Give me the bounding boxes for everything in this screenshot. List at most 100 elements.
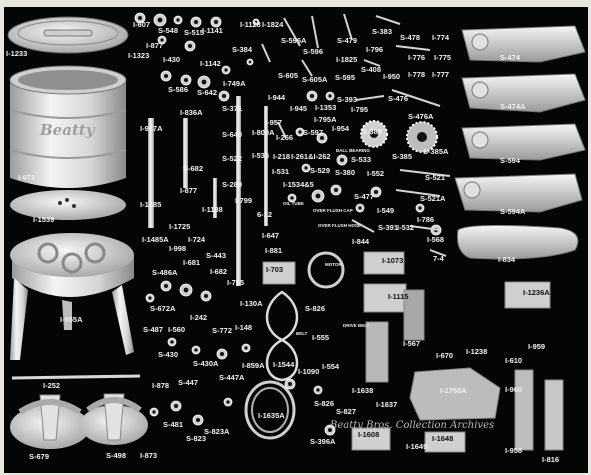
washer-hole [204, 294, 208, 298]
part-number-label: I-778 [408, 70, 425, 79]
part-number-label: I-873 [140, 451, 157, 460]
part-number-label: I-554 [322, 362, 340, 371]
part-number-label: S-289 [222, 180, 242, 189]
washer-hole [164, 284, 168, 288]
part-number-label: S-385 [392, 152, 412, 161]
part-number-label: I-647 [262, 231, 279, 240]
frame-plate-part [409, 367, 501, 421]
bracket-part [544, 379, 564, 451]
part-number-label: S-478 [400, 33, 420, 42]
small-parts-group [134, 12, 451, 436]
part-number-label: I-1233 [6, 49, 27, 58]
part-number-label: S-383 [372, 27, 392, 36]
shaft-part [213, 178, 217, 218]
part-number-label: I-1128 [240, 20, 261, 29]
part-number-label: I-881 [265, 246, 282, 255]
brand-wordmark: Beatty [39, 121, 96, 139]
washer-hole [315, 193, 321, 199]
rod-part [355, 95, 385, 101]
part-number-label: I-834 [498, 255, 516, 264]
part-number-label: S-521A [420, 194, 446, 203]
part-number-label: S-391 [378, 223, 398, 232]
washer-hole [328, 428, 332, 432]
part-number-label: S-515 [184, 28, 204, 37]
part-number-label: I-218 [273, 152, 290, 161]
gearbox-housing-part [461, 123, 586, 161]
part-number-label: I-800A [252, 128, 275, 137]
washer-hole [184, 78, 188, 82]
part-number-label: I-950 [383, 72, 400, 81]
gearbox-housing-part [454, 173, 583, 213]
shaft-part [264, 106, 268, 226]
washer-hole [298, 130, 302, 134]
rod-part [283, 17, 301, 47]
long-rod-part [11, 374, 141, 380]
agitator-part [80, 393, 148, 445]
panel-part [363, 283, 407, 313]
washer-hole [176, 18, 180, 22]
tub-lid-part [7, 16, 129, 54]
part-number-label: I-532 [397, 223, 414, 232]
washer-hole [170, 340, 174, 344]
part-number-label: S-408 [361, 65, 381, 74]
washer-hole [222, 94, 226, 98]
part-number-label: I-971 [18, 173, 35, 182]
part-number-label: I-242 [190, 313, 207, 322]
part-number-label: S-430A [193, 359, 219, 368]
part-number-label: S-826 [314, 399, 334, 408]
gearbox-housing-part [461, 25, 586, 63]
part-number-label: S-479 [337, 36, 357, 45]
washer-hole [320, 136, 324, 140]
part-number-label: I-682 [210, 267, 227, 276]
part-caption-label: BELT [296, 331, 308, 336]
part-number-label: I-531 [272, 167, 289, 176]
washer-hole [244, 346, 248, 350]
part-tag-label: I-703 [266, 265, 283, 274]
washer-hole [340, 158, 344, 162]
part-tag-label: I-1608 [358, 430, 379, 439]
part-number-label: I-877 [180, 186, 197, 195]
part-number-label: S-529 [310, 166, 330, 175]
part-number-label: S-642 [197, 88, 217, 97]
part-number-label: I-1638 [352, 386, 373, 395]
rod-part [351, 219, 375, 233]
part-number-label: I-535 [252, 151, 269, 160]
rod-part [363, 59, 381, 67]
part-number-label: I-795 [351, 105, 368, 114]
washer-hole [188, 44, 192, 48]
washer-hole [214, 20, 218, 24]
rod-part [375, 15, 401, 25]
part-number-label: S-597 [303, 128, 323, 137]
part-number-label: S-474A [500, 102, 526, 111]
part-number-label: I-607 [133, 20, 150, 29]
part-number-label: S-672A [150, 304, 176, 313]
shaft-part [183, 118, 188, 188]
washer-tub-part: Beatty [9, 65, 127, 188]
washer-hole [290, 196, 294, 200]
part-number-label: S-596A [281, 36, 307, 45]
washer-hole [157, 17, 163, 23]
washer-hole [174, 404, 178, 408]
part-number-label: I-724 [188, 235, 206, 244]
part-number-label: I-957 [265, 118, 282, 127]
panel-part [504, 281, 551, 309]
part-number-label: S-476 [388, 94, 408, 103]
washer-hole [304, 166, 308, 170]
part-number-label: I-776 [408, 53, 425, 62]
part-number-label: I-1824 [262, 20, 284, 29]
part-number-label: S-772 [212, 326, 232, 335]
washer-hole [248, 60, 252, 64]
washer-hole [160, 38, 164, 42]
part-number-label: I-945 [290, 104, 307, 113]
part-caption-label: MOTOR [325, 262, 342, 267]
part-number-label: S-533 [351, 155, 371, 164]
part-number-label: S-380 [335, 168, 355, 177]
panel-part [262, 261, 296, 285]
washer-hole [194, 20, 198, 24]
part-number-label: S-823A [204, 427, 230, 436]
part-number-label: I-1635A [258, 411, 285, 420]
part-number-label: I-266 [276, 133, 293, 142]
